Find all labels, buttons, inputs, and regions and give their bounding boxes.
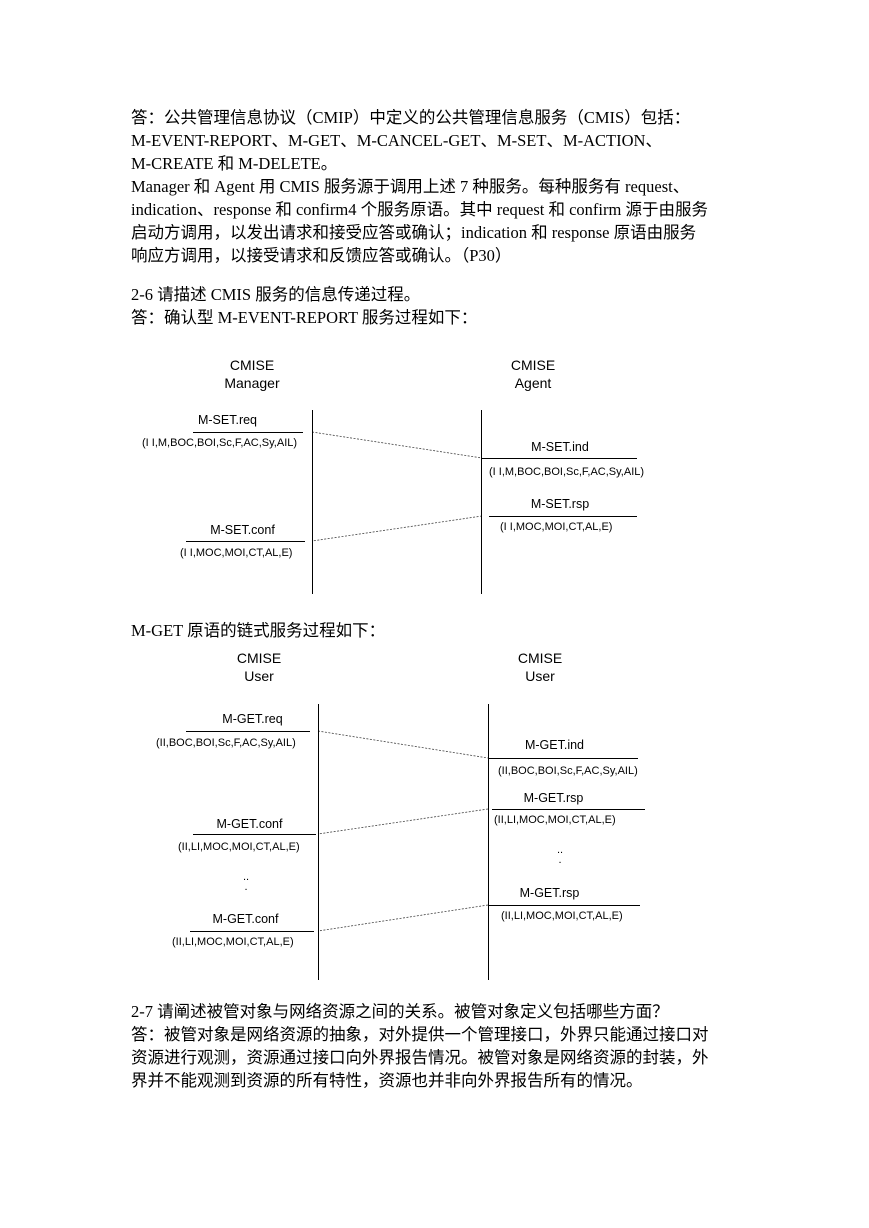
agent-header: CMISE Agent — [510, 357, 556, 391]
m-get-conf-params: (II,LI,MOC,MOI,CT,AL,E) — [178, 841, 300, 853]
rsp-to-conf-arrow — [311, 515, 483, 542]
ellipsis-right: .. . — [556, 844, 564, 866]
answer-text: 答：确认型 M-EVENT-REPORT 服务过程如下： — [131, 308, 478, 327]
manager-header: CMISE Manager — [224, 357, 280, 391]
rsp2-to-conf2-arrow — [317, 904, 489, 932]
m-get-rsp-last-params: (II,LI,MOC,MOI,CT,AL,E) — [501, 910, 623, 922]
m-get-rsp-last-line — [489, 905, 640, 906]
m-get-conf-last-params: (II,LI,MOC,MOI,CT,AL,E) — [172, 936, 294, 948]
m-get-req-label: M-GET.req — [222, 712, 283, 726]
m-get-conf-last-label: M-GET.conf — [212, 912, 279, 926]
arrow-lines — [311, 431, 483, 542]
question-2-6: 2-6 请描述 CMIS 服务的信息传递过程。 答：确认型 M-EVENT-RE… — [131, 283, 477, 329]
text-line: 响应方调用，以接受请求和反馈应答或确认。（P30） — [131, 246, 512, 265]
text-line: 答：公共管理信息协议（CMIP）中定义的公共管理信息服务（CMIS）包括： — [131, 108, 691, 127]
m-set-ind-label: M-SET.ind — [531, 440, 589, 454]
m-get-intro: M-GET 原语的链式服务过程如下： — [131, 621, 386, 640]
m-set-conf-params: (I I,MOC,MOI,CT,AL,E) — [180, 547, 293, 559]
text-line: Manager 和 Agent 用 CMIS 服务源于调用上述 7 种服务。每种… — [131, 177, 690, 196]
text-line: 启动方调用，以发出请求和接受应答或确认；indication 和 respons… — [131, 223, 697, 242]
m-get-conf-line — [193, 834, 316, 835]
question-text: 2-6 请描述 CMIS 服务的信息传递过程。 — [131, 285, 421, 304]
left-user-lifeline — [318, 704, 319, 980]
req-to-ind-arrow — [317, 730, 489, 759]
ellipsis-left: .. . — [242, 871, 250, 893]
m-set-conf-label: M-SET.conf — [210, 523, 275, 537]
user-right-header: CMISE User — [517, 650, 563, 684]
m-get-req-line — [186, 731, 310, 732]
m-set-rsp-label: M-SET.rsp — [530, 497, 590, 511]
m-set-rsp-line — [489, 516, 637, 517]
m-set-req-line — [193, 432, 303, 433]
right-user-lifeline — [488, 704, 489, 980]
m-get-ind-params: (II,BOC,BOI,Sc,F,AC,Sy,AIL) — [498, 765, 638, 777]
arrow-lines — [317, 730, 489, 932]
m-get-ind-line — [488, 758, 638, 759]
text-line: M-EVENT-REPORT、M-GET、M-CANCEL-GET、M-SET、… — [131, 131, 662, 150]
text-line: indication、response 和 confirm4 个服务原语。其中 … — [131, 200, 708, 219]
m-set-sequence-diagram: CMISE Manager CMISE Agent M-SET.req (I I… — [0, 0, 869, 600]
m-get-sequence-diagram: CMISE User CMISE User M-GET.req (II,BOC,… — [156, 650, 645, 980]
question-text: 2-7 请阐述被管对象与网络资源之间的关系。被管对象定义包括哪些方面？ — [131, 1002, 669, 1021]
user-left-header: CMISE User — [236, 650, 282, 684]
m-get-ind-label: M-GET.ind — [524, 738, 585, 752]
question-2-7: 2-7 请阐述被管对象与网络资源之间的关系。被管对象定义包括哪些方面？ 答：被管… — [131, 1000, 709, 1092]
req-to-ind-arrow — [311, 431, 483, 459]
m-get-rsp-params: (II,LI,MOC,MOI,CT,AL,E) — [494, 814, 616, 826]
m-set-req-label: M-SET.req — [197, 413, 258, 427]
rsp1-to-conf1-arrow — [317, 808, 489, 835]
manager-lifeline — [312, 410, 313, 594]
m-get-rsp-line — [492, 809, 645, 810]
m-set-ind-line — [482, 458, 637, 459]
text-line: 资源进行观测，资源通过接口向外界报告情况。被管对象是网络资源的封装，外 — [131, 1048, 709, 1067]
text-line: 界并不能观测到资源的所有特性，资源也并非向外界报告所有的情况。 — [131, 1071, 643, 1090]
m-set-conf-line — [186, 541, 305, 542]
m-get-conf-last-line — [190, 931, 314, 932]
agent-lifeline — [481, 410, 482, 594]
m-set-req-params: (I I,M,BOC,BOI,Sc,F,AC,Sy,AIL) — [142, 437, 298, 449]
text-line: M-CREATE 和 M-DELETE。 — [131, 154, 338, 173]
m-set-ind-params: (I I,M,BOC,BOI,Sc,F,AC,Sy,AIL) — [489, 466, 645, 478]
m-get-rsp-label: M-GET.rsp — [523, 791, 584, 805]
text-line: 答：被管对象是网络资源的抽象，对外提供一个管理接口，外界只能通过接口对 — [131, 1025, 709, 1044]
m-get-conf-label: M-GET.conf — [216, 817, 283, 831]
m-get-req-params: (II,BOC,BOI,Sc,F,AC,Sy,AIL) — [156, 737, 296, 749]
answer-cmis-services: 答：公共管理信息协议（CMIP）中定义的公共管理信息服务（CMIS）包括： M-… — [131, 106, 708, 267]
m-get-rsp-last-label: M-GET.rsp — [519, 886, 580, 900]
m-set-rsp-params: (I I,MOC,MOI,CT,AL,E) — [500, 521, 613, 533]
